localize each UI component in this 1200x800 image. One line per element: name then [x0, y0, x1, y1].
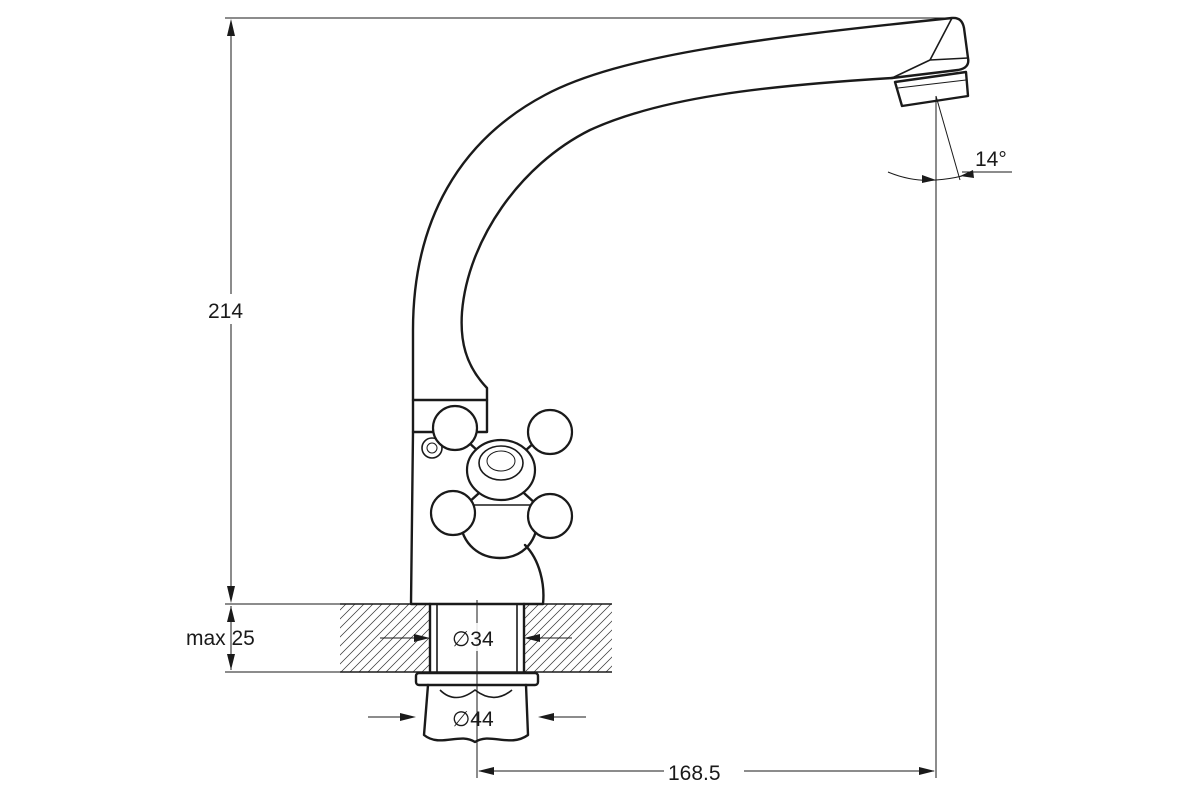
hatch-line — [340, 604, 401, 665]
handle-knob-top-left[interactable] — [431, 404, 479, 452]
arrow-counter-top — [227, 606, 235, 622]
hatch-line — [340, 604, 383, 647]
handle-knob-bottom-left[interactable] — [429, 489, 477, 537]
handle-knob-top-right[interactable] — [526, 408, 574, 456]
side-outlet-ring — [421, 437, 443, 459]
arrow-angle-left — [922, 175, 936, 183]
arrow-34-left — [414, 634, 430, 642]
hatch-line — [605, 665, 612, 672]
hatch-line — [340, 604, 374, 638]
arrow-34-right — [524, 634, 540, 642]
label-reach: 168.5 — [668, 762, 721, 785]
hatch-line — [551, 611, 612, 672]
spout-tip-detail — [891, 17, 969, 79]
hatch-line — [524, 604, 549, 629]
label-mount-hole: ∅34 — [452, 628, 494, 651]
arrow-height-bottom — [227, 586, 235, 603]
label-counter-thickness: max 25 — [186, 627, 255, 650]
arrow-reach-right — [919, 767, 935, 775]
hatch-line — [578, 638, 612, 672]
hatch-line — [615, 604, 683, 672]
side-outlet-core — [426, 442, 438, 454]
hatch-line — [569, 629, 612, 672]
hatch-line — [412, 654, 430, 672]
arrow-44-left — [400, 713, 416, 721]
handle-cap-inner — [486, 450, 516, 472]
faucet-body — [409, 16, 970, 744]
hatch-line — [340, 604, 356, 620]
hatch-line — [340, 604, 347, 611]
hatch-line — [340, 604, 365, 629]
hatch-line — [340, 604, 410, 672]
arrow-angle-right — [960, 170, 974, 178]
hatch-line — [560, 620, 612, 672]
outlet-angle-line — [935, 95, 961, 181]
dimension-lines — [225, 17, 1012, 778]
fixing-nut — [422, 683, 530, 744]
hatch-line — [403, 645, 430, 672]
arrow-reach-left — [478, 767, 494, 775]
hatch-line — [524, 604, 540, 620]
hatch-line — [269, 604, 337, 672]
label-height: 214 — [208, 300, 243, 323]
handle-hub[interactable] — [465, 438, 537, 502]
hatch-line — [340, 604, 392, 656]
cross-handle[interactable] — [429, 404, 574, 540]
valve-bonnet — [458, 518, 540, 560]
arrow-height-top — [227, 19, 235, 36]
handle-knob-bottom-right[interactable] — [526, 492, 574, 540]
fixing-nut-detail — [439, 689, 513, 699]
dimension-labels: 214 max 25 ∅34 ∅44 168.5 14° — [186, 148, 1007, 786]
hatch-line — [542, 604, 612, 672]
hatch-line — [524, 604, 558, 638]
label-outlet-angle: 14° — [975, 148, 1007, 171]
arrow-44-right — [538, 713, 554, 721]
handle-cap — [478, 445, 524, 481]
aerator-line — [897, 79, 967, 89]
label-base-nut: ∅44 — [452, 708, 494, 731]
spout-inner-contour — [460, 76, 894, 402]
spout-outer-contour — [411, 16, 970, 402]
aerator — [893, 70, 970, 108]
hatch-line — [587, 647, 612, 672]
hatch-line — [596, 656, 612, 672]
hatch-line — [260, 604, 328, 672]
arrow-counter-bottom — [227, 654, 235, 670]
